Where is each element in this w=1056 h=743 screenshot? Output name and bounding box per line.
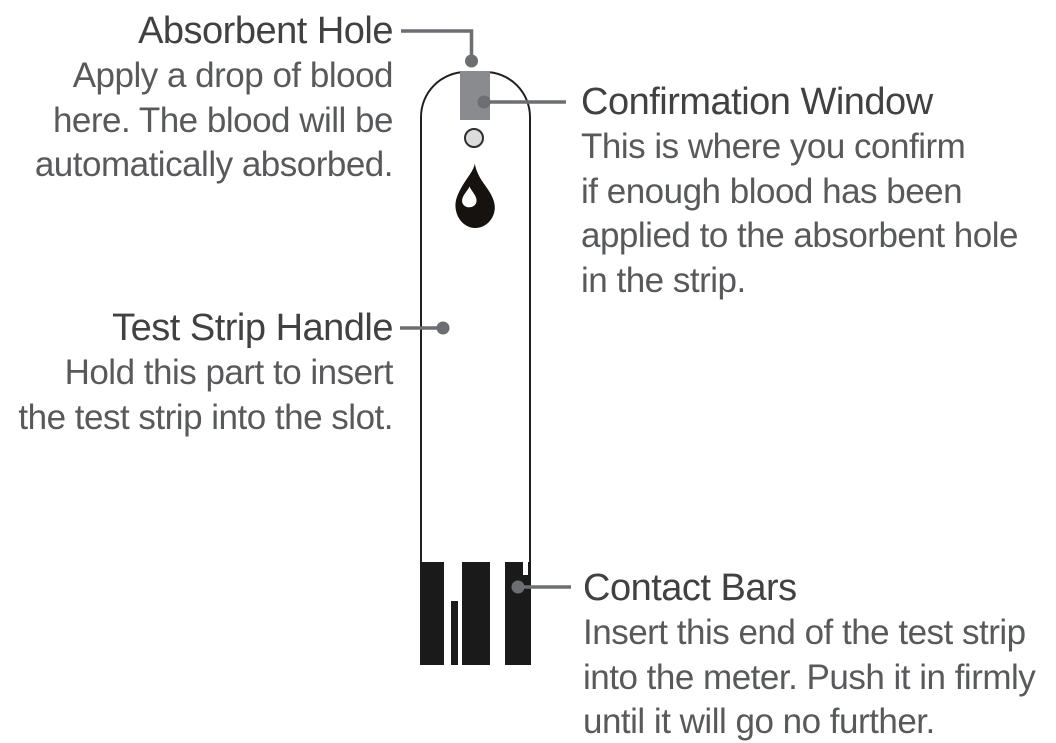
annotation-absorbent-hole: Absorbent Hole Apply a drop of blood her… [34,8,394,188]
annotation-line: applied to the absorbent hole [581,216,1018,256]
annotation-test-strip-handle: Test Strip Handle Hold this part to inse… [18,305,393,440]
annotation-line: This is where you confirm [581,127,966,166]
annotation-line: if enough blood has been [581,171,963,211]
annotation-line: the test strip into the slot. [18,397,393,437]
annotation-line: in the strip. [581,260,746,300]
annotation-line: automatically absorbed. [34,145,394,185]
annotation-line: Insert this end of the test strip [583,613,1026,652]
contact-bar-notch [523,562,528,575]
annotation-title: Contact Bars [583,567,797,609]
annotation-line: Apply a drop of blood [72,56,394,95]
blood-drop-icon [455,163,495,228]
contact-bars-shape [420,562,531,665]
test-strip-body [420,71,531,665]
annotation-line: until it will go no further. [583,702,935,742]
annotation-title: Confirmation Window [581,81,933,123]
contact-bar-inner-bar [451,601,458,665]
annotation-title: Test Strip Handle [112,307,393,349]
annotation-confirmation-window: Confirmation Window This is where you co… [581,79,1018,303]
confirmation-window-shape [464,128,484,148]
annotation-line: Hold this part to insert [64,353,394,392]
absorbent-hole-leader-dot [465,54,478,68]
absorbent-hole-leader-line [401,29,474,56]
annotation-contact-bars: Contact Bars Insert this end of the test… [583,565,1036,743]
absorbent-hole-shape [460,71,490,120]
annotation-title: Absorbent Hole [138,10,393,52]
contact-bar-stripe [490,562,505,665]
annotation-line: into the meter. Push it in firmly [583,657,1036,697]
annotation-line: here. The blood will be [52,100,394,140]
contact-bar-stripe [444,562,462,665]
